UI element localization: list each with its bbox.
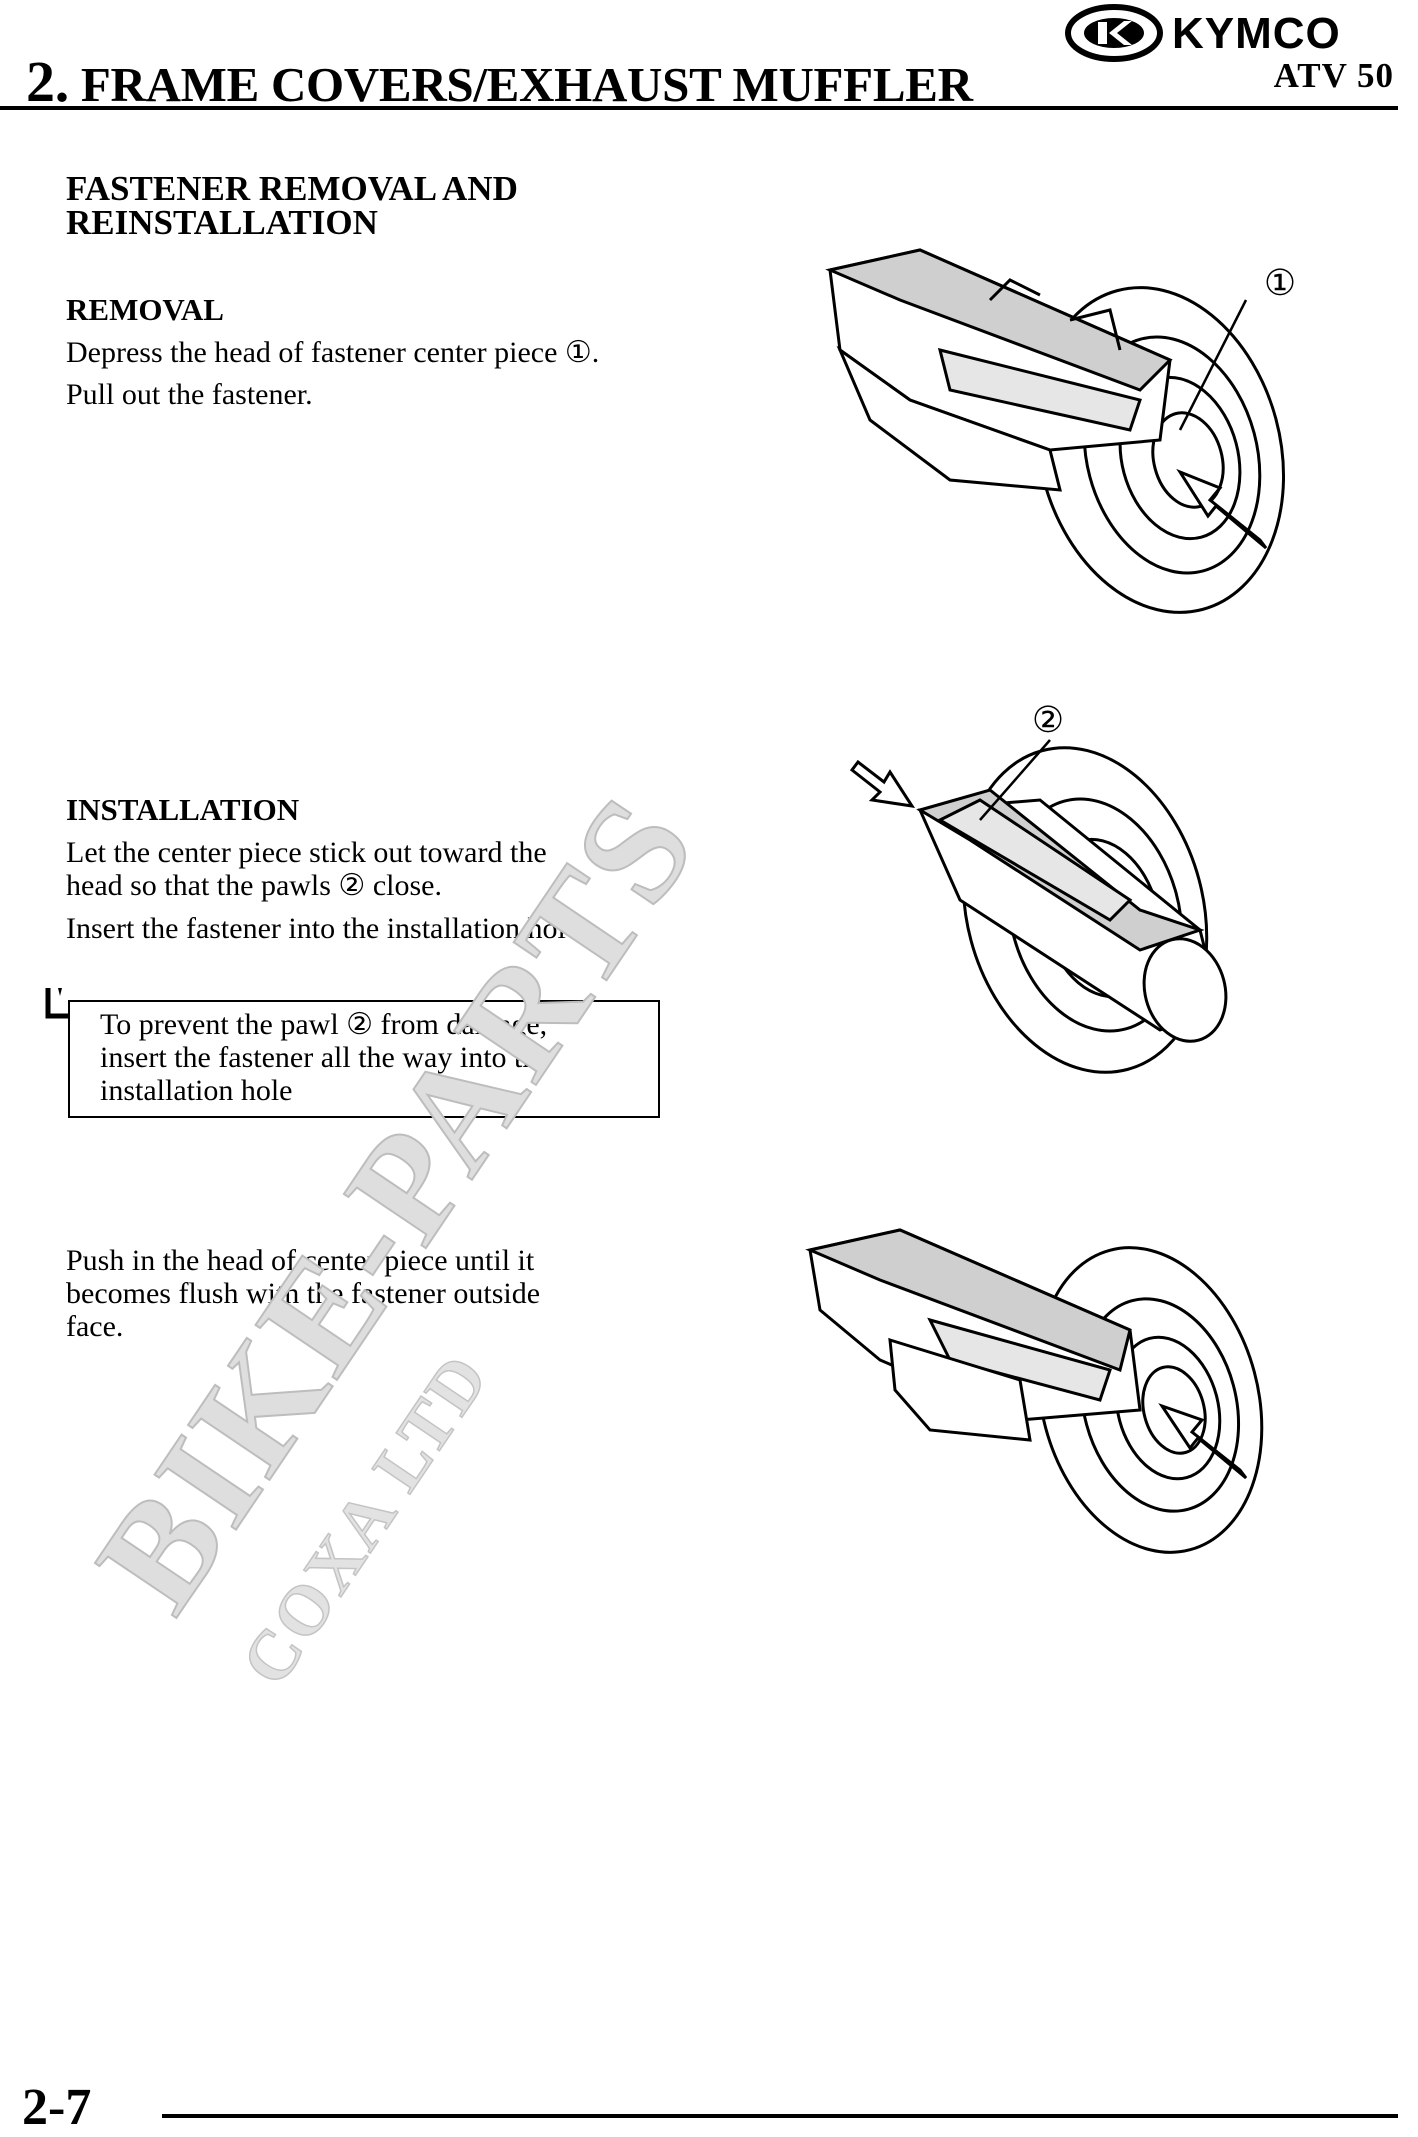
callout-2: ② [1032, 700, 1064, 740]
installation-step1: Let the center piece stick out toward th… [66, 836, 547, 902]
final-step: Push in the head of center piece until i… [66, 1244, 540, 1343]
final-step-line1: Push in the head of center piece until i… [66, 1244, 535, 1277]
chapter-title: 2. FRAME COVERS/EXHAUST MUFFLER [26, 48, 973, 115]
fastener-push-in-illustration [805, 1228, 1264, 1554]
removal-step1: Depress the head of fastener center piec… [66, 336, 600, 369]
note-line2: insert the fastener all the way into the [100, 1041, 551, 1074]
model-label: ATV 50 [1273, 56, 1394, 95]
fastener-installation-illustration: ② [849, 700, 1228, 1074]
footer-rule [162, 2114, 1398, 2118]
note-line1: To prevent the pawl ② from damage, [100, 1008, 548, 1041]
installation-step1-line2: head so that the pawls ② close. [66, 869, 442, 902]
chapter-number: 2. [26, 49, 69, 114]
note-text: To prevent the pawl ② from damage, inser… [100, 1008, 660, 1107]
fastener-removal-illustration: ① [825, 248, 1296, 614]
logo-text: KYMCO [1172, 9, 1341, 58]
section-title-line1: FASTENER REMOVAL AND [66, 169, 518, 208]
chapter-title-text: FRAME COVERS/EXHAUST MUFFLER [80, 57, 973, 112]
installation-step1-line1: Let the center piece stick out toward th… [66, 836, 547, 869]
installation-heading: INSTALLATION [66, 792, 300, 827]
removal-heading: REMOVAL [66, 292, 224, 327]
caution-icon [44, 986, 74, 1032]
note-box [68, 1000, 660, 1118]
section-title: FASTENER REMOVAL AND REINSTALLATION [66, 169, 686, 242]
final-step-line3: face. [66, 1310, 124, 1343]
section-title-line2: REINSTALLATION [66, 203, 378, 242]
removal-step2: Pull out the fastener. [66, 378, 313, 411]
kymco-logo: KYMCO [1065, 4, 1341, 62]
installation-step2: Insert the fastener into the installatio… [66, 912, 587, 945]
note-line3: installation hole [100, 1074, 293, 1107]
final-step-line2: becomes flush with the fastener outside [66, 1277, 541, 1310]
watermark-sub: COXA LTD [227, 1340, 504, 1699]
header-rule [0, 106, 1398, 110]
callout-1: ① [1264, 263, 1296, 303]
page-number: 2-7 [22, 2079, 92, 2136]
